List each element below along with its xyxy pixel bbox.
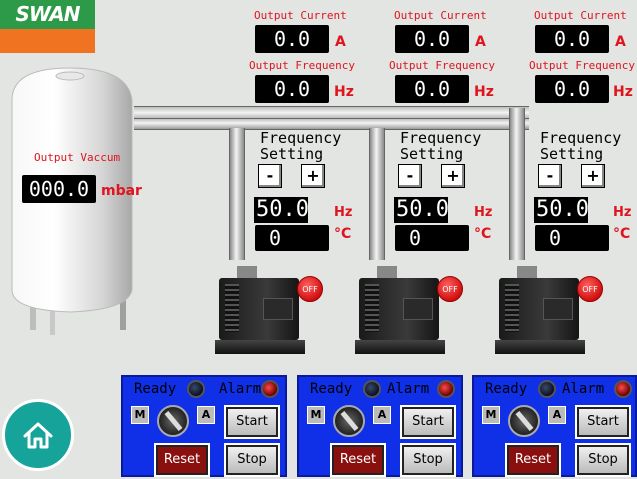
frequency-plus-button[interactable]: + [301, 164, 325, 188]
reset-button[interactable]: Reset [330, 443, 386, 477]
pump-pipe [369, 128, 385, 260]
stop-button[interactable]: Stop [224, 443, 280, 477]
alarm-lamp [614, 380, 632, 398]
stop-button[interactable]: Stop [400, 443, 456, 477]
frequency-setting-label-2: Setting [260, 145, 324, 163]
output-frequency-label: Output Frequency [529, 59, 635, 72]
ready-label: Ready [310, 381, 353, 397]
frequency-setting-value[interactable]: 50.0 [394, 197, 449, 223]
stop-button[interactable]: Stop [575, 443, 631, 477]
output-current-value: 0.0 [255, 25, 329, 53]
logo-text: SWAN [0, 0, 95, 29]
temperature-unit: °C [334, 226, 352, 242]
ready-label: Ready [485, 381, 528, 397]
start-button[interactable]: Start [224, 405, 280, 439]
mode-selector-knob[interactable] [333, 405, 365, 437]
frequency-minus-button[interactable]: - [538, 164, 562, 188]
output-frequency-value: 0.0 [395, 75, 469, 103]
output-frequency-value: 0.0 [535, 75, 609, 103]
reset-button[interactable]: Reset [505, 443, 561, 477]
pump-off-indicator: OFF [437, 276, 463, 302]
reset-button[interactable]: Reset [154, 443, 210, 477]
frequency-setting-label-2: Setting [540, 145, 604, 163]
mode-selector-knob[interactable] [508, 405, 540, 437]
output-current-label: Output Current [394, 9, 487, 22]
output-frequency-value: 0.0 [255, 75, 329, 103]
ready-label: Ready [134, 381, 177, 397]
ready-lamp [363, 380, 381, 398]
manual-button[interactable]: M [131, 406, 149, 424]
main-pipe-lower [134, 118, 529, 130]
output-current-value: 0.0 [535, 25, 609, 53]
home-icon [23, 422, 53, 449]
frequency-setting-label: Frequency [540, 129, 622, 147]
pump-pipe [509, 108, 525, 260]
temperature-unit: °C [474, 226, 492, 242]
alarm-label: Alarm [219, 381, 262, 397]
swan-logo: SWAN [0, 0, 95, 53]
pump-off-indicator: OFF [577, 276, 603, 302]
mode-selector-knob[interactable] [157, 405, 189, 437]
auto-button[interactable]: A [373, 406, 391, 424]
output-current-unit: A [615, 34, 626, 50]
output-current-value: 0.0 [395, 25, 469, 53]
frequency-setting-unit: Hz [334, 205, 353, 220]
output-frequency-unit: Hz [334, 84, 354, 100]
temperature-unit: °C [613, 226, 631, 242]
frequency-setting-unit: Hz [613, 205, 632, 220]
frequency-minus-button[interactable]: - [258, 164, 282, 188]
output-current-label: Output Current [534, 9, 627, 22]
frequency-minus-button[interactable]: - [398, 164, 422, 188]
output-vaccum-label: Output Vaccum [34, 151, 121, 164]
control-panel: Ready Alarm M A Start Reset Stop [297, 375, 463, 477]
manual-button[interactable]: M [482, 406, 500, 424]
output-frequency-label: Output Frequency [389, 59, 495, 72]
output-vaccum-unit: mbar [101, 183, 142, 199]
frequency-setting-label-2: Setting [400, 145, 464, 163]
auto-button[interactable]: A [197, 406, 215, 424]
pump-off-indicator: OFF [297, 276, 323, 302]
vacuum-pump [355, 258, 451, 358]
alarm-label: Alarm [387, 381, 430, 397]
alarm-lamp [261, 380, 279, 398]
pump-pipe [229, 128, 245, 260]
output-frequency-unit: Hz [613, 84, 633, 100]
temperature-value: 0 [535, 225, 609, 251]
start-button[interactable]: Start [575, 405, 631, 439]
alarm-label: Alarm [562, 381, 605, 397]
ready-lamp [187, 380, 205, 398]
home-button[interactable] [2, 399, 74, 471]
manual-button[interactable]: M [307, 406, 325, 424]
control-panel: Ready Alarm M A Start Reset Stop [121, 375, 287, 477]
vacuum-pump [495, 258, 591, 358]
frequency-plus-button[interactable]: + [441, 164, 465, 188]
alarm-lamp [437, 380, 455, 398]
frequency-setting-value[interactable]: 50.0 [534, 197, 589, 223]
frequency-setting-unit: Hz [474, 205, 493, 220]
output-current-unit: A [475, 34, 486, 50]
frequency-plus-button[interactable]: + [581, 164, 605, 188]
output-frequency-label: Output Frequency [249, 59, 355, 72]
temperature-value: 0 [395, 225, 469, 251]
vacuum-pump [215, 258, 311, 358]
frequency-setting-label: Frequency [400, 129, 482, 147]
frequency-setting-label: Frequency [260, 129, 342, 147]
output-current-unit: A [335, 34, 346, 50]
start-button[interactable]: Start [400, 405, 456, 439]
auto-button[interactable]: A [548, 406, 566, 424]
output-frequency-unit: Hz [474, 84, 494, 100]
output-current-label: Output Current [254, 9, 347, 22]
ready-lamp [538, 380, 556, 398]
control-panel: Ready Alarm M A Start Reset Stop [472, 375, 637, 477]
output-vaccum-value: 000.0 [22, 175, 96, 203]
temperature-value: 0 [255, 225, 329, 251]
frequency-setting-value[interactable]: 50.0 [254, 197, 309, 223]
